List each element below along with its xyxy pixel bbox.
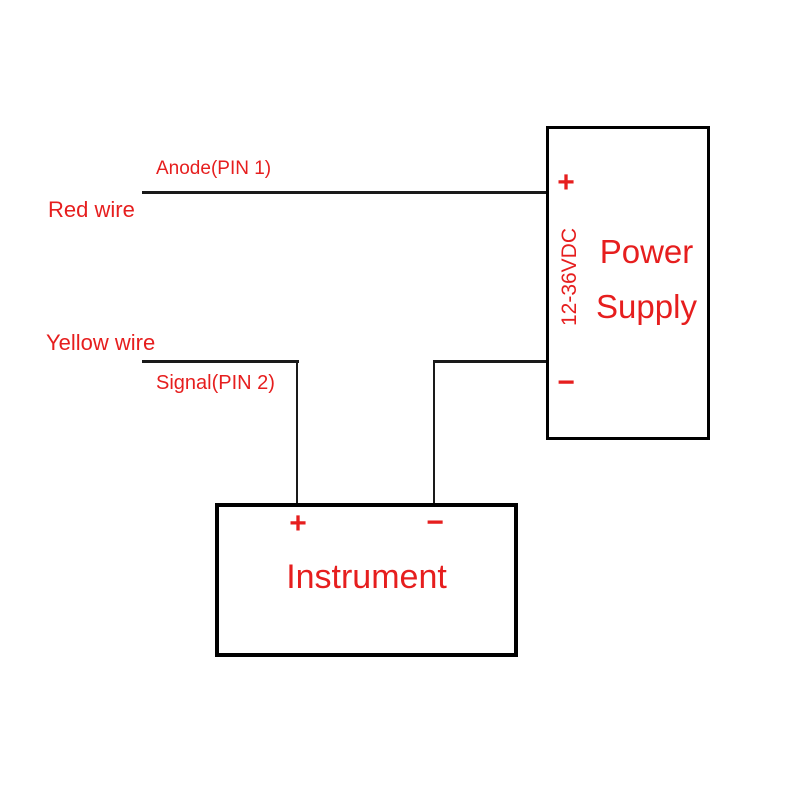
power-supply-title-line2: Supply (596, 288, 697, 325)
power-supply-title-line1: Power (599, 233, 694, 270)
yellow-wire-label: Yellow wire (46, 330, 156, 355)
power-supply-box (546, 126, 710, 440)
power-supply-title: Power Supply (583, 224, 710, 334)
signal-pin-label: Signal(PIN 2) (156, 372, 275, 394)
voltage-rating-label: 12-36VDC (558, 227, 581, 327)
yellow-wire-line-vertical (296, 360, 298, 503)
instrument-minus-terminal: − (426, 506, 444, 539)
red-wire-line (142, 191, 546, 194)
instrument-plus-terminal: + (289, 507, 307, 540)
negative-wire-line-vertical (433, 360, 435, 503)
power-supply-plus-terminal: + (557, 166, 575, 199)
instrument-box (215, 503, 518, 657)
anode-pin-label: Anode(PIN 1) (156, 158, 272, 179)
negative-wire-line-horizontal (433, 360, 546, 363)
instrument-title: Instrument (286, 558, 447, 596)
red-wire-label: Red wire (48, 197, 135, 222)
yellow-wire-line-horizontal (142, 360, 299, 363)
power-supply-minus-terminal: − (557, 366, 575, 399)
